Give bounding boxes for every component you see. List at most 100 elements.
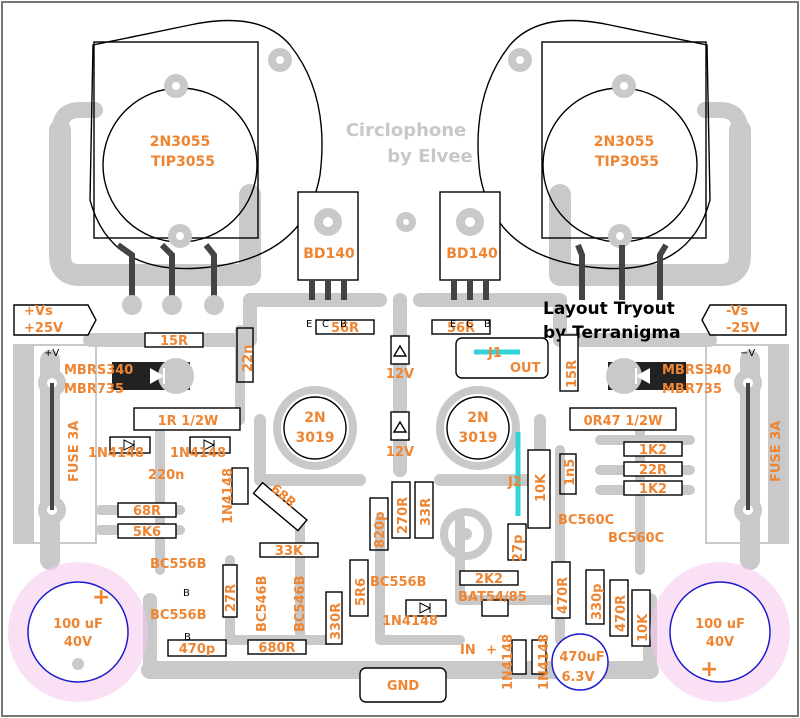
- c820p-label: 820p: [373, 512, 388, 548]
- r5r6-label: 5R6: [354, 578, 369, 606]
- driver-transistor-left: BD140: [297, 191, 359, 300]
- resistor-68r-a: 68R: [117, 502, 177, 519]
- d1n4148-e-label: 1N4148: [501, 634, 516, 690]
- pin-letters-right: E C B: [450, 319, 491, 330]
- resistor-27r: 27R: [222, 564, 239, 618]
- vs-pos-label-2: +25V: [24, 321, 63, 336]
- c27p-label: 27p: [511, 535, 526, 562]
- j1-label: J1: [487, 346, 502, 361]
- r330r-a-label: 330R: [329, 603, 344, 640]
- pin-b-left: B: [340, 319, 347, 330]
- r56r-left-label: 56R: [331, 321, 359, 336]
- c470p-label: 470p: [179, 642, 215, 657]
- j2-label: J2: [507, 475, 522, 490]
- r22r-label: 22R: [639, 463, 667, 478]
- bc560-b-label: BC560C: [608, 531, 664, 546]
- c100u-right-label-1: 100 uF: [695, 617, 745, 632]
- c100u-left-label-1: 100 uF: [53, 617, 103, 632]
- mbr-right-label-1: MBRS340: [662, 363, 731, 378]
- resistor-330r-a: 330R: [325, 591, 344, 645]
- bc560-a-label: BC560C: [558, 513, 614, 528]
- diode-bat54: BAT54/85: [458, 590, 527, 617]
- mbr-left-label-2: MBR735: [64, 382, 124, 397]
- resistor-680r: 680R: [247, 639, 307, 656]
- to5-right-label-2: 3019: [459, 430, 498, 446]
- driver-transistor-right: BD140: [439, 191, 501, 300]
- transistor-bc560-b: BC560C: [608, 531, 664, 546]
- pad-ring-center: [440, 508, 492, 560]
- d1n4148-d-label: 1N4148: [382, 614, 438, 629]
- resistor-15r-right: 15R: [559, 334, 580, 392]
- c100u-left-plus: +: [92, 585, 110, 610]
- c100u-left-label-2: 40V: [64, 635, 92, 650]
- r470r-a-label: 470R: [556, 577, 571, 614]
- capacitor-330p: 330p: [585, 569, 605, 625]
- vs-neg-label-2: -25V: [726, 321, 760, 336]
- ghost-text-line1: Circlophone: [346, 120, 467, 141]
- r2k2-label: 2K2: [475, 572, 503, 587]
- mbr-right-label-2: MBR735: [662, 382, 722, 397]
- resistor-1k2-a: 1K2: [623, 441, 683, 458]
- fuse-left: FUSE 3A: [13, 344, 97, 544]
- r10k-a-label: 10K: [534, 473, 549, 502]
- transistor-bc546-b: BC546B: [293, 576, 308, 633]
- c470u-label-1: 470uF: [559, 650, 604, 665]
- c100u-right-plus: +: [700, 657, 718, 682]
- resistor-5r6: 5R6: [349, 559, 369, 617]
- c100u-right-label-2: 40V: [706, 635, 734, 650]
- resistor-1r: 1R 1/2W: [133, 407, 241, 431]
- power-right-label-2: TIP3055: [595, 154, 659, 170]
- mbr-left-label-1: MBRS340: [64, 363, 133, 378]
- resistor-0r47: 0R47 1/2W: [569, 407, 677, 431]
- r33k-label: 33K: [275, 544, 304, 559]
- resistor-10k-b: 10K: [631, 589, 651, 647]
- capacitor-820p: 820p: [369, 497, 389, 551]
- diode-1n4148-a: 1N4148: [88, 436, 151, 461]
- r68r-a-label: 68R: [133, 504, 161, 519]
- capacitor-220n: 220n: [148, 468, 184, 483]
- r1r-label: 1R 1/2W: [158, 414, 219, 429]
- connector-vs-pos: +Vs +25V +V: [13, 304, 97, 359]
- pin-letters-left: E C B: [306, 319, 347, 330]
- vs-neg-label-1: -Vs: [726, 304, 749, 319]
- r680r-label: 680R: [258, 641, 295, 656]
- mbr-diode-left: MBRS340 MBR735: [64, 358, 194, 397]
- c470u-label-2: 6.3V: [561, 670, 594, 685]
- r270r-label: 270R: [396, 497, 411, 534]
- driver-left-label: BD140: [303, 246, 355, 262]
- capacitor-1n5: 1n5: [559, 453, 578, 495]
- r1k2-a-label: 1K2: [639, 443, 667, 458]
- bc556-a-pin-b: B: [183, 588, 190, 599]
- vs-pos-label-1: +Vs: [24, 304, 53, 319]
- r10k-b-label: 10K: [636, 613, 651, 642]
- pin-c-left: C: [322, 319, 329, 330]
- r27r-label: 27R: [224, 584, 239, 612]
- zener-12v-b: 12V: [386, 411, 414, 460]
- minus-v-label: −V: [740, 348, 755, 359]
- r1k2-b-label: 1K2: [639, 482, 667, 497]
- capacitor-470u: 470uF 6.3V: [551, 633, 609, 691]
- resistor-22r: 22R: [623, 461, 683, 478]
- c330p-label: 330p: [590, 584, 605, 620]
- r5k6-label: 5K6: [133, 525, 161, 540]
- zener-12v-a: 12V: [386, 335, 414, 382]
- bc546-b-label: BC546B: [293, 576, 308, 633]
- fuse-right: FUSE 3A: [705, 344, 789, 544]
- capacitor-100u-right: + 100 uF 40V: [650, 562, 790, 702]
- bc556-b-label: BC556B: [150, 608, 207, 623]
- r56r-right-label: 56R: [447, 321, 475, 336]
- pin-c-right: C: [466, 319, 473, 330]
- capacitor-27p: 27p: [507, 523, 527, 562]
- z12v-b-label: 12V: [386, 445, 414, 460]
- ghost-text-line2: by Elvee: [387, 146, 473, 167]
- power-left-label-1: 2N3055: [150, 134, 210, 150]
- plus-v-label: +V: [44, 348, 59, 359]
- bc546-a-label: BC546B: [255, 576, 270, 633]
- resistor-33k: 33K: [259, 542, 319, 559]
- to5-transistor-right: 2N 3019: [436, 386, 520, 470]
- diode-1n4148-f: 1N4148: [531, 634, 552, 690]
- capacitor-22n: 22n: [236, 327, 256, 383]
- transistor-bc556-c: BC556B: [370, 575, 427, 590]
- connector-out: J1 OUT: [455, 337, 549, 379]
